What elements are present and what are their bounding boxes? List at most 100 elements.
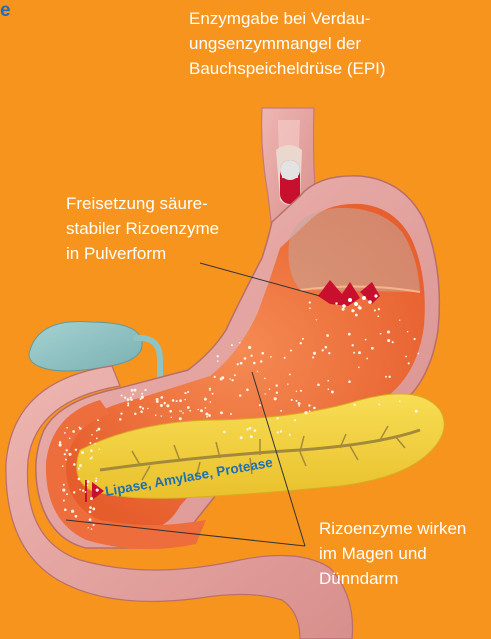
enzyme-particle xyxy=(250,435,253,438)
enzyme-particle xyxy=(355,314,358,317)
enzyme-particle xyxy=(249,427,252,430)
enzyme-particle xyxy=(260,360,262,362)
enzyme-particle xyxy=(132,393,134,395)
enzyme-particle xyxy=(120,413,122,415)
enzyme-particle xyxy=(169,410,172,413)
enzyme-particle xyxy=(300,390,302,392)
enzyme-particle xyxy=(97,428,100,431)
enzyme-particle xyxy=(78,426,80,428)
enzyme-particle xyxy=(302,338,304,340)
enzyme-particle xyxy=(407,331,408,332)
enzyme-particle xyxy=(380,333,382,335)
enzyme-particle xyxy=(189,410,191,412)
enzyme-particle xyxy=(64,453,66,455)
enzyme-particle xyxy=(69,437,71,439)
enzyme-particle xyxy=(130,396,132,398)
enzyme-particle xyxy=(326,334,329,337)
enzyme-particle xyxy=(296,400,298,402)
enzyme-particle xyxy=(90,449,93,452)
enzyme-particle xyxy=(378,308,380,310)
enzyme-particle xyxy=(240,436,243,439)
enzyme-particle xyxy=(351,309,354,312)
enzyme-particle xyxy=(208,414,211,417)
enzyme-particle xyxy=(81,451,84,454)
enzyme-particle xyxy=(82,490,84,492)
enzyme-particle xyxy=(244,357,247,360)
enzyme-particle xyxy=(377,315,379,317)
enzyme-particle xyxy=(85,491,87,493)
enzyme-particle xyxy=(415,410,418,413)
enzyme-capsule xyxy=(280,160,300,204)
enzyme-particle xyxy=(358,367,360,369)
enzyme-particle xyxy=(127,400,129,402)
enzyme-particle xyxy=(240,362,243,365)
enzyme-particle xyxy=(352,344,354,346)
enzyme-particle xyxy=(289,373,291,375)
enzyme-particle xyxy=(229,378,230,379)
enzyme-particle xyxy=(142,407,144,409)
enzyme-particle xyxy=(414,338,416,340)
enzyme-particle xyxy=(91,528,93,530)
enzyme-particle xyxy=(139,406,142,409)
enzyme-particle xyxy=(144,389,146,391)
enzyme-particle xyxy=(389,376,391,378)
enzyme-particle xyxy=(99,448,101,450)
enzyme-particle xyxy=(374,309,376,311)
enzyme-particle xyxy=(131,399,133,401)
enzyme-particle xyxy=(93,524,95,526)
enzyme-particle xyxy=(64,509,67,512)
enzyme-particle xyxy=(298,402,301,405)
enzyme-particle xyxy=(90,497,93,500)
enzyme-particle xyxy=(276,417,278,419)
enzyme-particle xyxy=(197,409,198,410)
enzyme-particle xyxy=(71,510,74,513)
enzyme-particle xyxy=(342,308,345,311)
enzyme-particle xyxy=(417,353,419,355)
enzyme-particle xyxy=(205,412,208,415)
enzyme-particle xyxy=(206,416,208,418)
enzyme-particle xyxy=(280,410,282,412)
enzyme-particle xyxy=(96,438,98,440)
enzyme-particle xyxy=(230,413,232,415)
enzyme-particle xyxy=(75,449,77,451)
enzyme-particle xyxy=(399,400,401,402)
enzyme-particle xyxy=(87,485,88,486)
enzyme-particle xyxy=(94,443,96,445)
enzyme-particle xyxy=(140,410,143,413)
enzyme-particle xyxy=(200,409,203,412)
enzyme-particle xyxy=(156,400,159,403)
enzyme-particle xyxy=(316,319,317,320)
enzyme-particle xyxy=(62,465,64,467)
enzyme-particle xyxy=(134,389,137,392)
enzyme-particle xyxy=(399,319,400,320)
enzyme-particle xyxy=(209,388,211,390)
enzyme-particle xyxy=(78,478,81,481)
enzyme-particle xyxy=(324,346,327,349)
enzyme-particle xyxy=(87,480,90,483)
enzyme-particle xyxy=(387,330,390,333)
enzyme-particle xyxy=(387,339,390,342)
enzyme-particle xyxy=(287,383,289,385)
enzyme-particle xyxy=(121,395,123,397)
enzyme-particle xyxy=(280,430,282,432)
enzyme-particle xyxy=(327,380,329,382)
enzyme-particle xyxy=(179,410,180,411)
enzyme-particle xyxy=(348,380,351,383)
enzyme-particle xyxy=(304,411,307,414)
enzyme-particle xyxy=(217,355,219,357)
enzyme-particle xyxy=(64,432,66,434)
enzyme-particle xyxy=(294,419,296,421)
enzyme-particle xyxy=(328,352,330,354)
enzyme-particle xyxy=(261,352,264,355)
enzyme-particle xyxy=(250,355,252,357)
enzyme-particle xyxy=(335,302,337,304)
enzyme-particle xyxy=(141,393,143,395)
enzyme-particle xyxy=(378,403,380,405)
enzyme-particle xyxy=(366,358,368,360)
enzyme-particle xyxy=(309,301,311,303)
enzyme-particle xyxy=(184,392,186,394)
enzyme-particle xyxy=(65,459,67,461)
enzyme-particle xyxy=(371,347,374,350)
enzyme-particle xyxy=(89,511,92,514)
enzyme-particle xyxy=(124,397,126,399)
